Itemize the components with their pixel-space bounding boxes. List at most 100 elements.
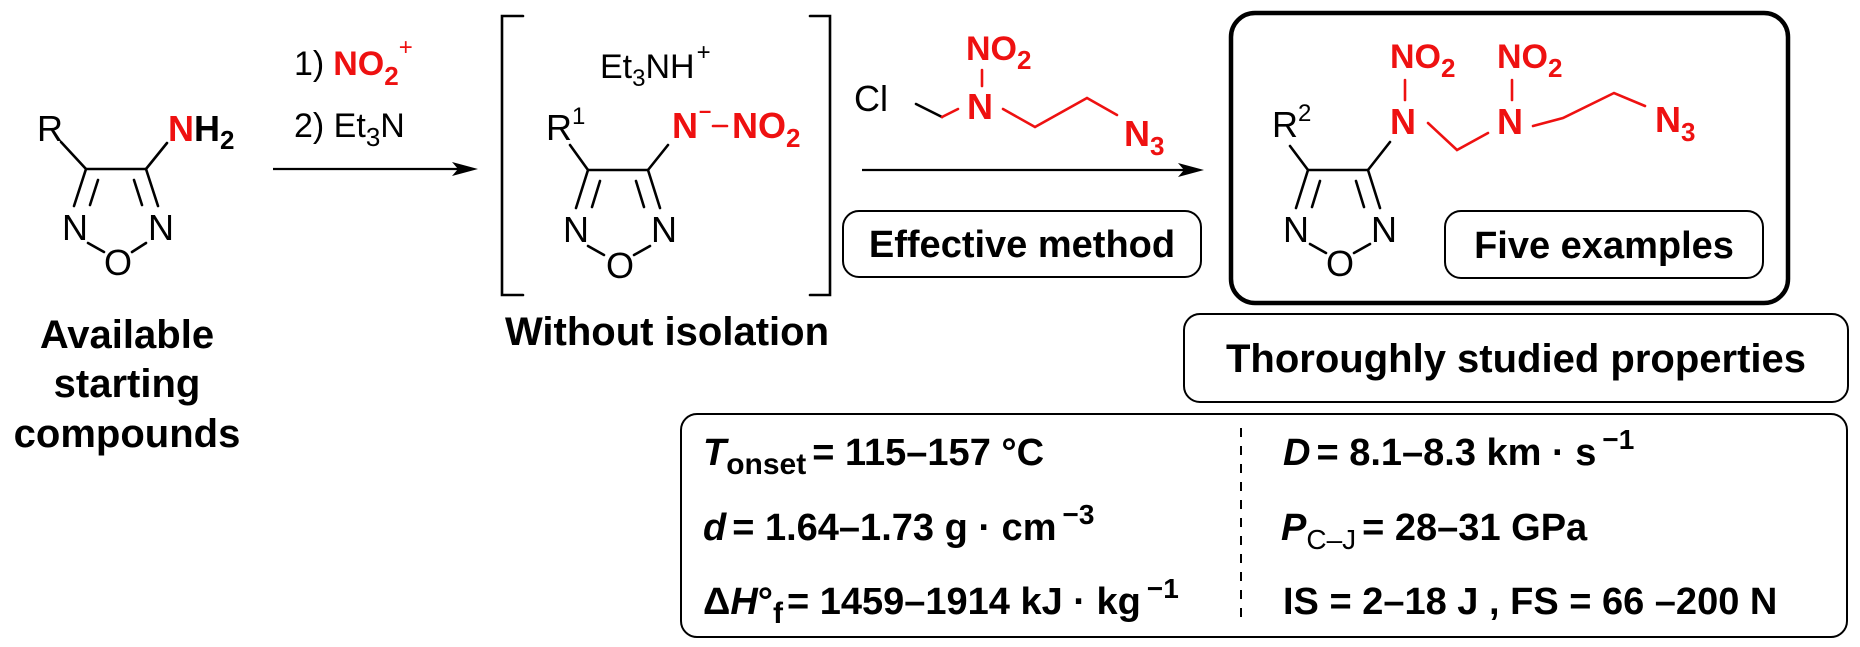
ring-nitrogen: N [148, 207, 174, 248]
studied-banner: Thoroughly studied properties [1183, 313, 1849, 403]
property-symbol: d [703, 507, 727, 549]
bond [586, 244, 606, 257]
bond [130, 241, 148, 254]
properties-frame [680, 413, 1848, 638]
intermediate-label: Without isolation [505, 310, 829, 354]
property-value: = 28–31 GPa [1362, 507, 1588, 549]
bond [59, 140, 88, 171]
nitronium-charge: + [399, 34, 413, 61]
product-azide: N3 [1655, 99, 1695, 147]
bond [646, 143, 670, 172]
property-prefix: Δ [703, 581, 730, 623]
product: R2 N N O N NO2 N NO2 N3 Five examples [1228, 10, 1791, 306]
methylene-bridge [1426, 121, 1490, 152]
bond [646, 168, 662, 210]
property-formation-enthalpy: ΔH°f= 1459–1914 kJ · kg−1 [703, 573, 1179, 630]
reagent-azide: N3 [1124, 113, 1164, 161]
properties-panel: Tonset= 115–157 °C d= 1.64–1.73 g · cm−3… [680, 413, 1848, 638]
bond [1352, 242, 1372, 255]
bond-double [132, 178, 144, 207]
nitro-subscript: 2 [1441, 53, 1455, 83]
nitro-group-2: NO2 [1497, 38, 1562, 83]
property-subscript: onset [726, 448, 806, 481]
bond [72, 167, 88, 208]
substituent-r1: R1 [546, 103, 585, 148]
property-symbol: T [703, 432, 729, 474]
amine-hydrogen: H [194, 108, 220, 149]
nitro-subscript: 2 [1017, 45, 1031, 75]
property-value: = 1.64–1.73 g · cm [732, 507, 1056, 549]
ethyl-chain [1001, 96, 1119, 129]
property-subscript: C–J [1306, 524, 1356, 555]
nitro-label: NO [966, 30, 1017, 68]
bond [144, 141, 169, 171]
nitro-subscript: 2 [1548, 53, 1562, 83]
examples-label: Five examples [1474, 225, 1734, 267]
bond-double [1354, 179, 1366, 209]
reagent-nitronium: 1)NO2+ [294, 34, 413, 91]
amine-group: NH2 [168, 108, 234, 155]
azide-label: N [1655, 99, 1681, 140]
property-symbol: D [1283, 432, 1310, 474]
property-value: = 8.1–8.3 km · s [1316, 432, 1596, 474]
substituent-r: R [37, 108, 63, 149]
anionic-nitrogen-group: N– [672, 98, 711, 146]
bond [574, 168, 590, 210]
nitro-label: NO [1390, 38, 1441, 76]
azide-label: N [1124, 113, 1150, 154]
property-value: = 115–157 °C [812, 432, 1044, 474]
studied-label: Thoroughly studied properties [1226, 337, 1806, 381]
step2-conditions: Cl N NO2 N3 Effective method [842, 30, 1204, 278]
bond-double [88, 178, 100, 207]
triethylamine-subscript: 3 [366, 122, 380, 152]
ring-oxygen: O [104, 242, 132, 283]
amine-nitrogen: N [168, 108, 194, 149]
property-value: = 1459–1914 kJ · kg [787, 581, 1141, 623]
step1-conditions: 1)NO2+ 2) Et3N [273, 34, 478, 176]
triethylamine-prefix: 2) Et [294, 107, 366, 145]
bond [568, 143, 590, 172]
ring-nitrogen: N [563, 209, 589, 250]
ring-nitrogen: N [1283, 209, 1309, 250]
property-exponent: −1 [1147, 573, 1179, 604]
bond [914, 102, 944, 119]
amine-subscript: 2 [220, 125, 234, 155]
property-symbol: P [1281, 507, 1307, 549]
nitro-group: NO2 [732, 105, 800, 153]
bond [940, 107, 960, 119]
method-label: Effective method [869, 224, 1175, 266]
bond [86, 241, 106, 254]
ring-oxygen: O [1326, 243, 1354, 284]
product-frame [1228, 10, 1791, 306]
azide-subscript: 3 [1150, 131, 1164, 161]
nitro-group-1: NO2 [1390, 38, 1455, 83]
property-exponent: −3 [1062, 499, 1094, 530]
ring-nitrogen: N [1371, 209, 1397, 250]
bond [1288, 144, 1310, 172]
azide-subscript: 3 [1681, 117, 1695, 147]
chlorine: Cl [854, 78, 888, 119]
negative-charge: – [699, 98, 711, 123]
property-onset-temperature: Tonset= 115–157 °C [703, 432, 1044, 481]
method-badge [842, 210, 1202, 278]
ring-oxygen: O [606, 245, 634, 286]
property-degree: ° [758, 581, 773, 623]
starting-label-line: compounds [14, 412, 241, 456]
reagent-triethylamine: 2) Et3N [294, 107, 405, 152]
positive-charge: + [697, 39, 711, 66]
nitramine-nitrogen-2: N [1497, 101, 1523, 142]
triethylamine-suffix: N [380, 107, 405, 145]
property-density: d= 1.64–1.73 g · cm−3 [703, 499, 1094, 549]
bond [1366, 168, 1382, 210]
bond [632, 244, 652, 257]
substituent-letter: R [546, 107, 572, 148]
bond [1366, 140, 1392, 172]
nitronium-subscript: 2 [384, 61, 398, 91]
bond-double [634, 179, 646, 209]
starting-label-line: starting [54, 362, 201, 406]
studied-frame [1183, 313, 1849, 403]
right-bracket [808, 14, 832, 297]
starting-material: R N N O NH2 Available starting compounds [14, 108, 241, 456]
arrow-head [1178, 163, 1204, 177]
